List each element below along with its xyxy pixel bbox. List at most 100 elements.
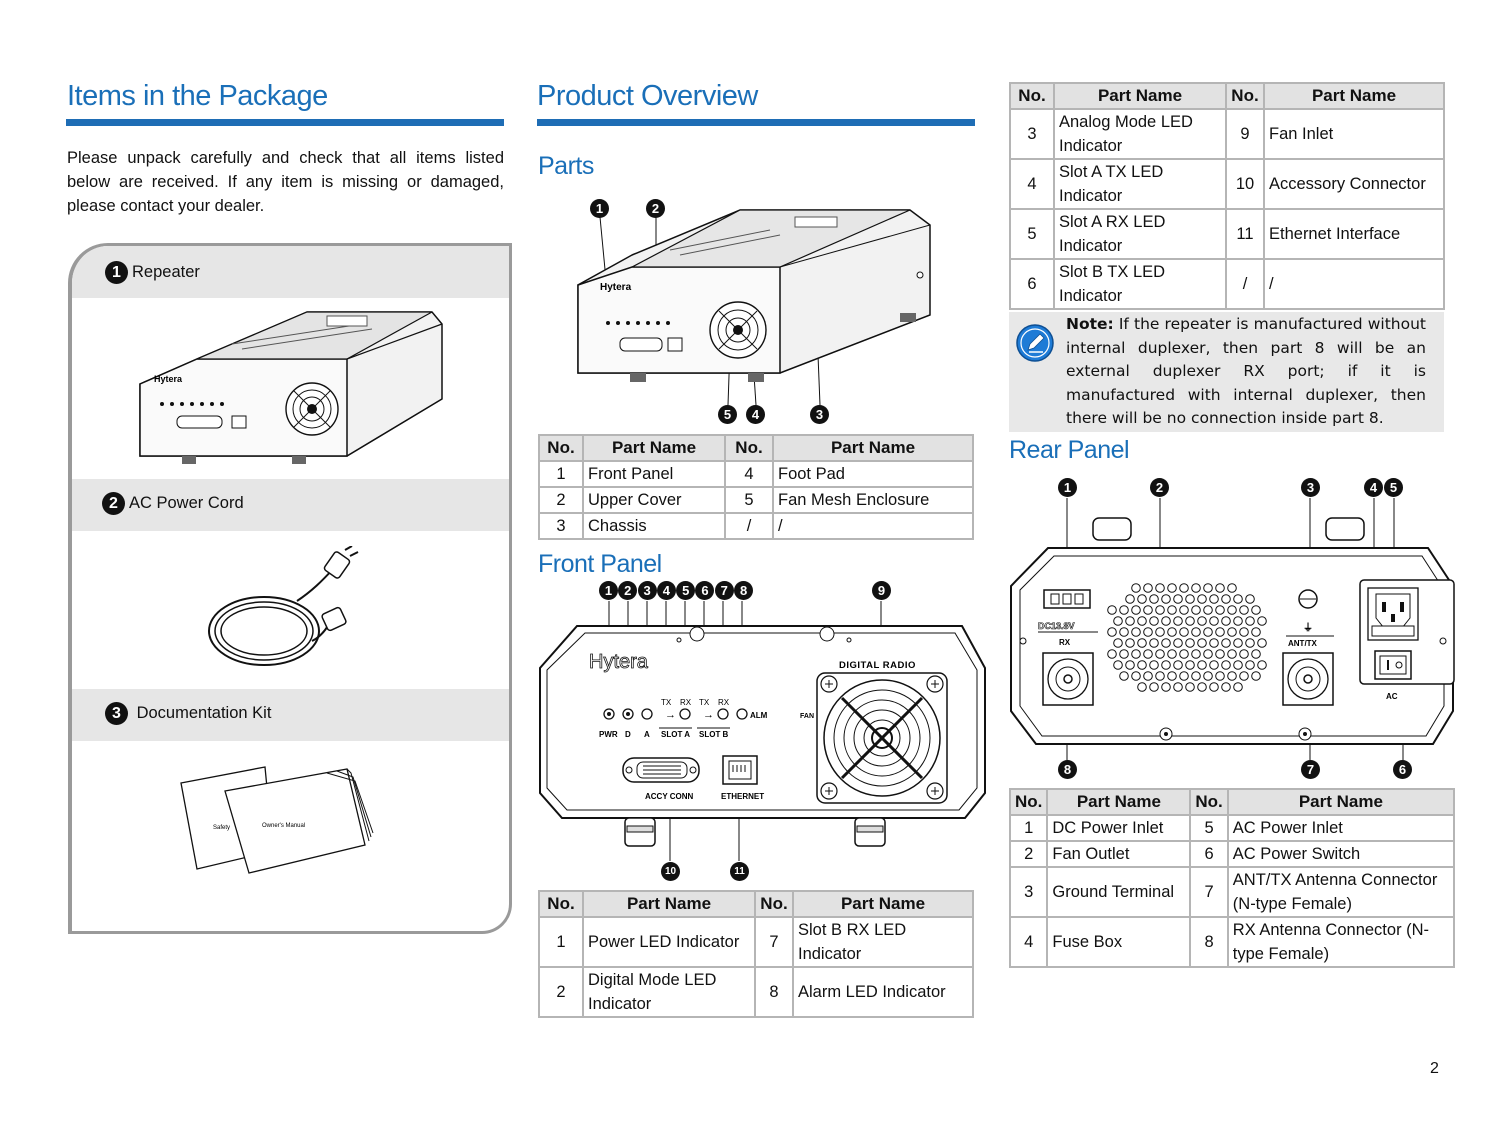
fan-outlet-hole	[1173, 660, 1183, 670]
fan-outlet-hole	[1155, 649, 1165, 659]
rx-label: RX	[1059, 638, 1071, 647]
fan-outlet-hole	[1125, 638, 1135, 648]
front-callout-7: 7	[714, 581, 734, 600]
fan-outlet-hole	[1185, 682, 1195, 692]
fan-outlet-hole	[1131, 671, 1141, 681]
fan-outlet-hole	[1233, 682, 1243, 692]
rear-callout-6: 6	[1393, 760, 1412, 779]
fan-outlet-hole	[1221, 594, 1231, 604]
note-text: If the repeater is manufactured without …	[1066, 315, 1426, 427]
front-callout-2: 2	[618, 581, 638, 600]
fan-outlet-hole	[1257, 660, 1267, 670]
fan-outlet-hole	[1209, 638, 1219, 648]
fan-outlet-hole	[1221, 616, 1231, 626]
fan-outlet-hole	[1227, 671, 1237, 681]
fan-outlet-hole	[1197, 660, 1207, 670]
fan-outlet-hole	[1221, 682, 1231, 692]
item-label: Documentation Kit	[136, 703, 272, 722]
package-item-documentation: 3 Documentation Kit	[105, 702, 271, 725]
front-callout-8: 8	[734, 581, 754, 600]
fan-outlet-hole	[1185, 638, 1195, 648]
parts-illustration: Hytera	[577, 209, 931, 405]
parts-callout-4: 4	[746, 405, 765, 424]
fan-outlet-hole	[1209, 616, 1219, 626]
fan-outlet-hole	[1221, 660, 1231, 670]
front-panel-callouts: 1 2 3 4 5 6 7 8	[599, 581, 759, 600]
item-label: AC Power Cord	[129, 493, 244, 512]
fan-outlet-hole	[1203, 671, 1213, 681]
front-callout-5: 5	[676, 581, 696, 600]
slot-a-label: SLOT A	[661, 730, 690, 739]
fan-outlet-hole	[1149, 594, 1159, 604]
fan-outlet-hole	[1125, 660, 1135, 670]
fan-outlet-hole	[1215, 583, 1225, 593]
front-brand-text: Hytera	[589, 651, 649, 673]
fan-outlet-hole	[1161, 660, 1171, 670]
fan-outlet-hole	[1239, 627, 1249, 637]
fan-outlet-hole	[1167, 583, 1177, 593]
fan-outlet-hole	[1155, 671, 1165, 681]
fan-outlet-hole	[1149, 616, 1159, 626]
slot-a-tx-label: TX	[661, 698, 672, 707]
fan-outlet-hole	[1233, 616, 1243, 626]
fan-outlet-hole	[1215, 605, 1225, 615]
front-callout-10: 10	[661, 861, 680, 881]
rear-callout-8: 8	[1058, 760, 1077, 779]
fan-outlet-hole	[1203, 583, 1213, 593]
rear-panel-illustration: DC13.8V RX ⏚ ANT/TX AC	[1010, 498, 1455, 760]
items-package-rule	[66, 119, 504, 126]
fan-outlet-hole	[1233, 594, 1243, 604]
fan-outlet-holes	[1107, 583, 1267, 692]
fan-outlet-hole	[1179, 583, 1189, 593]
duplexer-note: Note: If the repeater is manufactured wi…	[1009, 312, 1444, 432]
fan-outlet-hole	[1179, 605, 1189, 615]
fan-outlet-hole	[1131, 583, 1141, 593]
fan-outlet-hole	[1185, 594, 1195, 604]
slot-a-rx-label: RX	[680, 698, 692, 707]
pwr-label: PWR	[599, 730, 618, 739]
fan-outlet-hole	[1131, 605, 1141, 615]
fan-outlet-hole	[1149, 682, 1159, 692]
fan-outlet-hole	[1149, 660, 1159, 670]
fan-outlet-hole	[1119, 605, 1129, 615]
fan-outlet-hole	[1185, 660, 1195, 670]
fan-outlet-hole	[1119, 627, 1129, 637]
fan-outlet-hole	[1251, 671, 1261, 681]
fan-outlet-hole	[1113, 638, 1123, 648]
product-overview-rule	[537, 119, 975, 126]
fan-outlet-hole	[1137, 682, 1147, 692]
fan-outlet-hole	[1233, 638, 1243, 648]
fan-outlet-hole	[1155, 627, 1165, 637]
package-item-band	[72, 689, 509, 741]
fan-outlet-hole	[1143, 583, 1153, 593]
power-cord-illustration	[208, 546, 359, 666]
dc-label: DC13.8V	[1038, 621, 1075, 631]
fan-outlet-hole	[1107, 605, 1117, 615]
ac-label: AC	[1386, 692, 1398, 701]
rear-callout-7: 7	[1301, 760, 1320, 779]
fan-outlet-hole	[1203, 649, 1213, 659]
parts-callout-1: 1	[590, 199, 609, 218]
svg-text:→: →	[703, 709, 714, 721]
fan-outlet-hole	[1107, 627, 1117, 637]
fan-outlet-hole	[1173, 682, 1183, 692]
fan-outlet-hole	[1191, 605, 1201, 615]
fan-outlet-hole	[1167, 649, 1177, 659]
item-number-badge: 2	[102, 492, 125, 515]
front-panel-heading: Front Panel	[538, 550, 662, 578]
slot-b-tx-label: TX	[699, 698, 710, 707]
svg-text:⏚: ⏚	[1303, 622, 1313, 634]
